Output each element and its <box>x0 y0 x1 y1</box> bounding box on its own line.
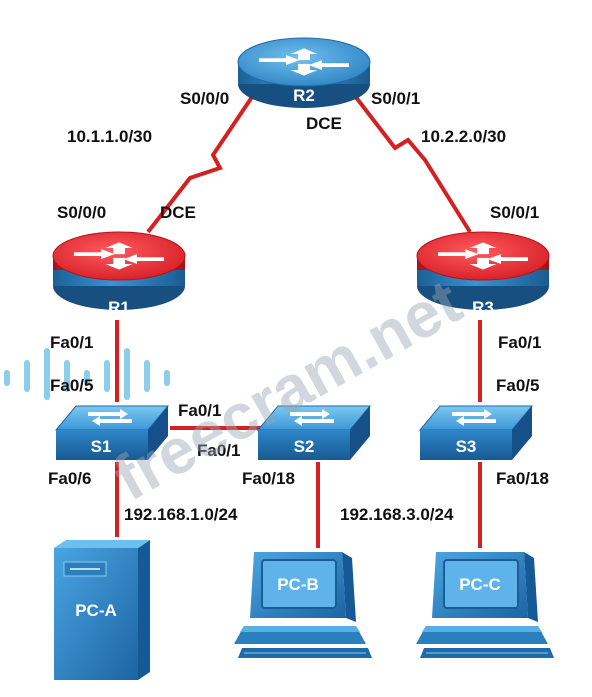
serial-link-r2-r3 <box>353 94 472 234</box>
s3-fa018-label: Fa0/18 <box>496 469 549 488</box>
switch-s2[interactable]: S2 <box>257 405 371 461</box>
cisco-logo-icon <box>4 348 170 400</box>
switch-s1-label: S1 <box>91 437 112 456</box>
router-r1-label: R1 <box>108 298 130 317</box>
r2-s000-label: S0/0/0 <box>180 89 229 108</box>
network-lan3: 192.168.3.0/24 <box>340 505 454 524</box>
router-r2-label: R2 <box>293 86 315 105</box>
pc-c[interactable]: PC-C <box>415 551 555 659</box>
router-r3[interactable]: R3 <box>417 232 549 317</box>
router-r3-label: R3 <box>472 298 494 317</box>
pc-a[interactable]: PC-A <box>54 540 150 680</box>
serial-link-r1-r2 <box>146 92 256 234</box>
r3-s001-label: S0/0/1 <box>490 203 539 222</box>
network-left-wan: 10.1.1.0/30 <box>67 127 152 146</box>
s2-fa01-label: Fa0/1 <box>197 441 240 460</box>
router-r2[interactable]: R2 <box>238 38 370 108</box>
switch-s2-label: S2 <box>294 437 315 456</box>
s1-fa06-label: Fa0/6 <box>48 469 91 488</box>
network-lan1: 192.168.1.0/24 <box>124 505 238 524</box>
labels: S0/0/0 S0/0/1 DCE 10.1.1.0/30 10.2.2.0/3… <box>48 89 549 524</box>
links <box>115 92 482 548</box>
s2-fa018-label: Fa0/18 <box>242 469 295 488</box>
server-tower-icon <box>54 540 150 680</box>
router-r1[interactable]: R1 <box>53 232 185 317</box>
switch-s3-label: S3 <box>456 437 477 456</box>
workstation-icon <box>233 551 373 659</box>
pc-c-label: PC-C <box>459 575 501 594</box>
r2-dce-label: DCE <box>306 114 342 133</box>
switch-s3[interactable]: S3 <box>419 405 533 461</box>
switch-s1[interactable]: S1 <box>55 405 169 461</box>
pc-b-label: PC-B <box>277 575 319 594</box>
r1-dce-label: DCE <box>160 203 196 222</box>
s1-fa01-label: Fa0/1 <box>178 401 221 420</box>
s1-fa05-label: Fa0/5 <box>50 376 93 395</box>
r2-s001-label: S0/0/1 <box>371 89 420 108</box>
r3-fa01-label: Fa0/1 <box>498 333 541 352</box>
r1-s000-label: S0/0/0 <box>57 203 106 222</box>
s3-fa05-label: Fa0/5 <box>496 376 539 395</box>
r1-fa01-label: Fa0/1 <box>50 333 93 352</box>
pc-b[interactable]: PC-B <box>233 551 373 659</box>
pc-a-label: PC-A <box>75 601 117 620</box>
workstation-icon <box>415 551 555 659</box>
network-right-wan: 10.2.2.0/30 <box>421 127 506 146</box>
